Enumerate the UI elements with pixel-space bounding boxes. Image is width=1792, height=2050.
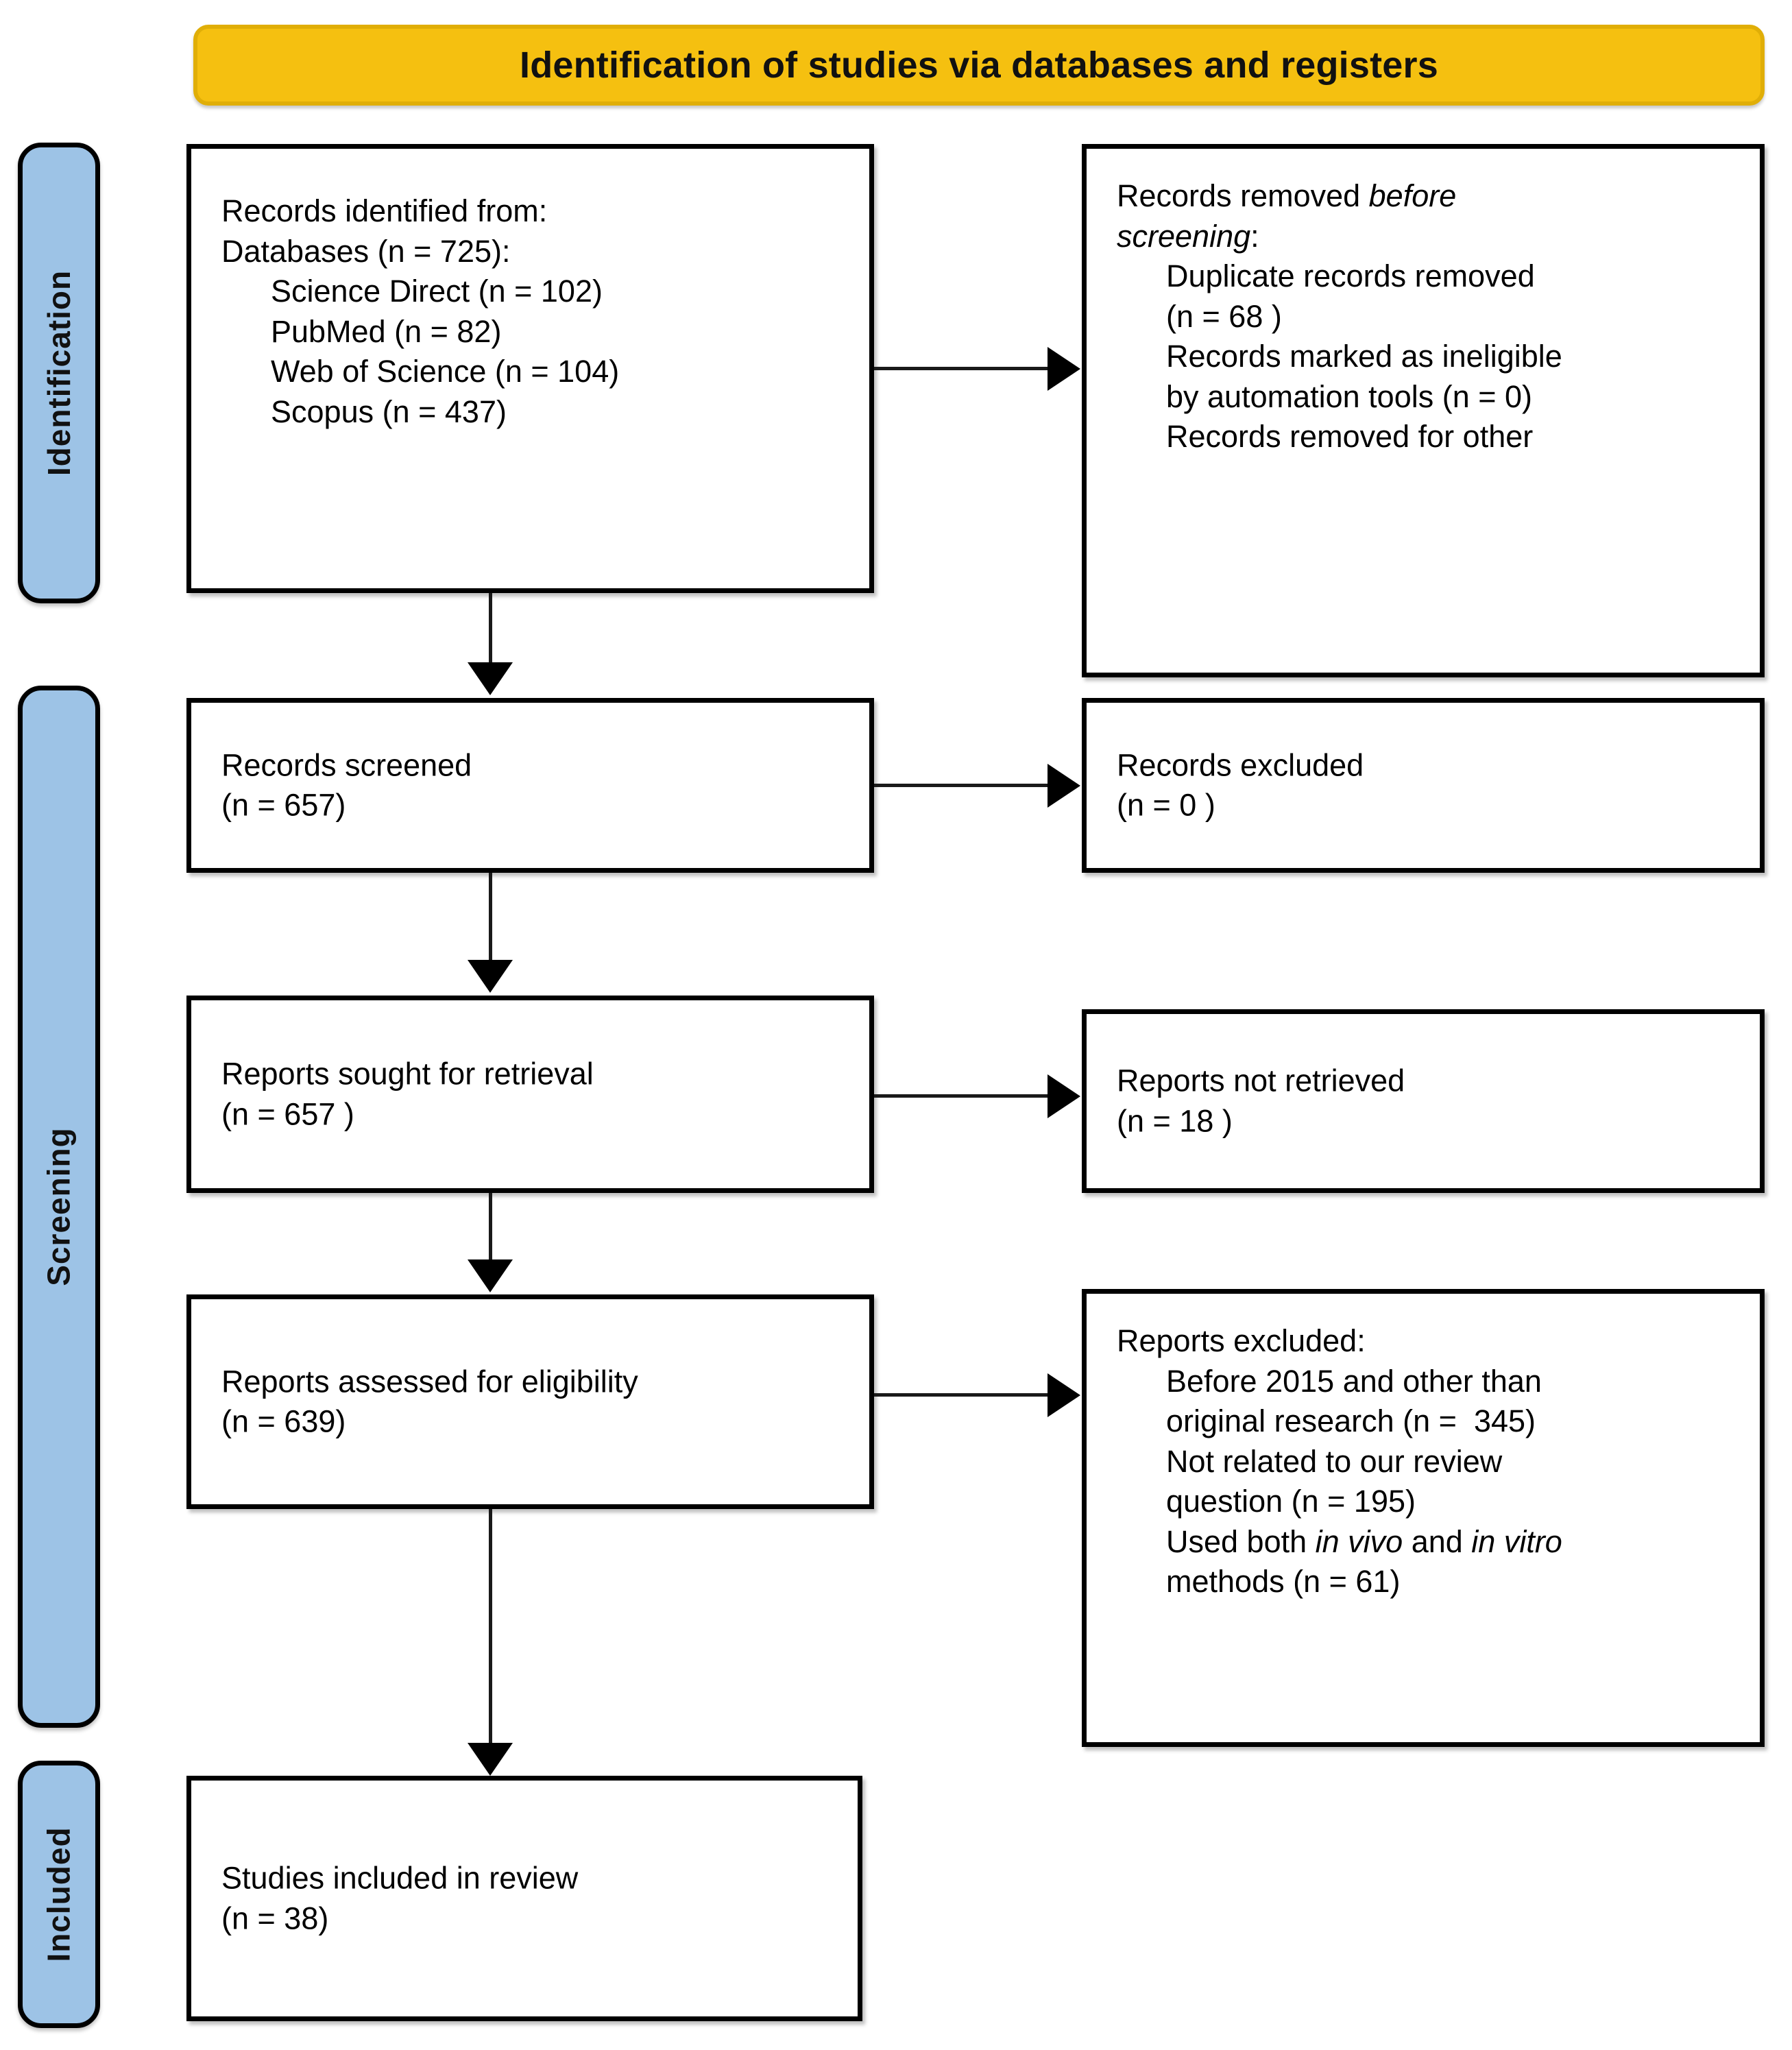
connector-identified-to-removed-line [874, 367, 1049, 370]
records-identified-source-scopus: Scopus (n = 437) [271, 394, 507, 429]
box-records-identified: Records identified from: Databases (n = … [186, 144, 874, 593]
reports-excluded-reason-before-2015-count: original research (n = 345) [1166, 1403, 1536, 1438]
records-removed-line-2-emphasis: screening [1117, 218, 1251, 254]
records-removed-duplicates-count: (n = 68 ) [1166, 298, 1282, 334]
stage-label-identification: Identification [18, 143, 100, 603]
records-removed-line-1-emphasis: before [1368, 178, 1457, 213]
records-removed-line-1-prefix: Records removed [1117, 178, 1369, 213]
connector-assessed-to-reports-excluded-arrow [1048, 1373, 1080, 1417]
connector-sought-to-assessed-line [489, 1193, 492, 1262]
records-identified-source-web-of-science: Web of Science (n = 104) [271, 354, 620, 389]
reports-excluded-reason-both-methods: Used both in vivo and in vitro [1117, 1522, 1742, 1563]
box-reports-excluded: Reports excluded: Before 2015 and other … [1082, 1289, 1765, 1747]
reports-excluded-reason-both-methods-count: methods (n = 61) [1166, 1564, 1401, 1599]
box-reports-sought-for-retrieval: Reports sought for retrieval (n = 657 ) [186, 996, 874, 1193]
reports-not-retrieved-count: (n = 18 ) [1117, 1103, 1233, 1138]
reports-excluded-reason-before-2015: Before 2015 and other than [1166, 1363, 1542, 1399]
connector-identified-to-removed-arrow [1048, 347, 1080, 391]
records-screened-label: Records screened [221, 747, 472, 782]
records-removed-line-1: Records removed before [1117, 176, 1742, 217]
connector-assessed-to-included-line [489, 1509, 492, 1746]
records-removed-ineligible-count: by automation tools (n = 0) [1166, 378, 1533, 414]
box-studies-included-in-review: Studies included in review (n = 38) [186, 1776, 862, 2021]
studies-included-count: (n = 38) [221, 1901, 329, 1936]
stage-label-screening: Screening [18, 686, 100, 1728]
stage-label-identification-text: Identification [41, 269, 77, 477]
studies-included-label: Studies included in review [221, 1860, 579, 1896]
records-removed-ineligible: Records marked as ineligible [1166, 339, 1562, 374]
records-excluded-label: Records excluded [1117, 747, 1364, 782]
stage-label-screening-text: Screening [41, 1127, 77, 1286]
connector-sought-to-not-retrieved-line [874, 1094, 1049, 1098]
records-identified-line-1: Records identified from: [221, 193, 548, 228]
reports-excluded-reason-not-related: Not related to our review [1166, 1443, 1503, 1479]
connector-assessed-to-included-arrow [468, 1743, 513, 1776]
connector-screened-to-sought-arrow [468, 960, 513, 993]
connector-identified-to-screened-arrow [468, 662, 513, 695]
records-excluded-count: (n = 0 ) [1117, 787, 1215, 823]
records-identified-line-2: Databases (n = 725): [221, 233, 511, 269]
box-reports-assessed-for-eligibility: Reports assessed for eligibility (n = 63… [186, 1294, 874, 1509]
reports-sought-count: (n = 657 ) [221, 1096, 354, 1131]
stage-label-included-text: Included [41, 1826, 77, 1962]
connector-screened-to-sought-line [489, 873, 492, 963]
records-removed-line-2: screening: [1117, 217, 1742, 257]
diagram-title: Identification of studies via databases … [520, 45, 1438, 86]
connector-sought-to-not-retrieved-arrow [1048, 1074, 1080, 1118]
connector-assessed-to-reports-excluded-line [874, 1393, 1049, 1397]
records-identified-source-pubmed: PubMed (n = 82) [271, 313, 502, 349]
reports-excluded-reason-not-related-count: question (n = 195) [1166, 1484, 1416, 1519]
box-records-removed-before-screening: Records removed before screening: Duplic… [1082, 144, 1765, 677]
diagram-header-banner: Identification of studies via databases … [193, 25, 1765, 106]
reports-excluded-reason-both-methods-conjunction: and [1403, 1523, 1472, 1559]
reports-sought-label: Reports sought for retrieval [221, 1056, 594, 1092]
records-removed-other: Records removed for other [1166, 419, 1534, 454]
box-records-screened: Records screened (n = 657) [186, 698, 874, 873]
connector-sought-to-assessed-arrow [468, 1259, 513, 1292]
connector-screened-to-excluded-arrow [1048, 764, 1080, 808]
connector-screened-to-excluded-line [874, 784, 1049, 787]
reports-excluded-in-vivo-emphasis: in vivo [1315, 1523, 1403, 1559]
connector-identified-to-screened-line [489, 593, 492, 665]
records-removed-duplicates: Duplicate records removed [1166, 258, 1535, 293]
box-records-excluded: Records excluded (n = 0 ) [1082, 698, 1765, 873]
box-reports-not-retrieved: Reports not retrieved (n = 18 ) [1082, 1009, 1765, 1193]
reports-excluded-reason-both-methods-prefix: Used both [1166, 1523, 1316, 1559]
records-screened-count: (n = 657) [221, 787, 346, 823]
records-removed-line-2-suffix: : [1250, 218, 1259, 254]
reports-excluded-heading: Reports excluded: [1117, 1323, 1366, 1358]
stage-label-included: Included [18, 1761, 100, 2028]
records-identified-source-science-direct: Science Direct (n = 102) [271, 274, 603, 309]
reports-excluded-in-vitro-emphasis: in vitro [1471, 1523, 1562, 1559]
reports-assessed-label: Reports assessed for eligibility [221, 1364, 638, 1399]
reports-not-retrieved-label: Reports not retrieved [1117, 1063, 1405, 1098]
reports-assessed-count: (n = 639) [221, 1403, 346, 1439]
